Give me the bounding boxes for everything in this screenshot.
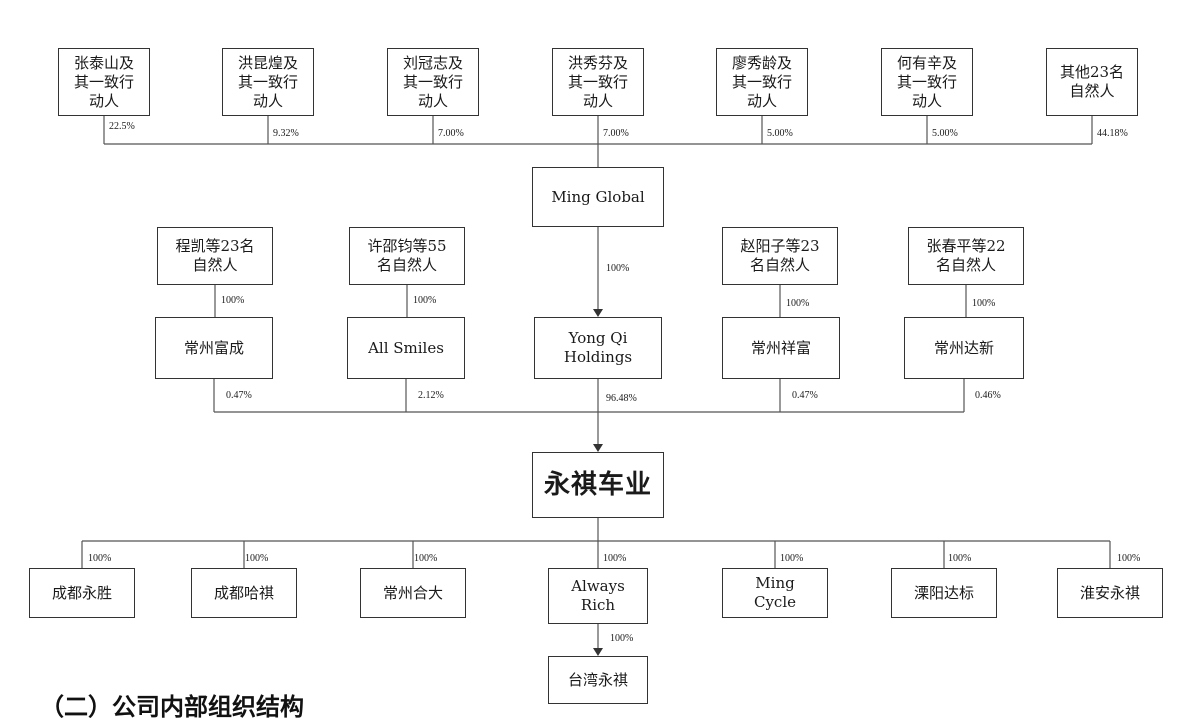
ming-global-box: Ming Global xyxy=(532,167,664,227)
ownership-percentage: 100% xyxy=(972,298,996,309)
ownership-percentage: 7.00% xyxy=(438,128,464,139)
ownership-percentage: 100% xyxy=(780,553,804,564)
sub-subsidiary-label: 台湾永祺 xyxy=(567,670,628,689)
holder-label: All Smiles xyxy=(368,338,444,357)
shareholder-box: 廖秀龄及 其一致行 动人 xyxy=(716,48,808,116)
shareholder-label: 张泰山及 其一致行 动人 xyxy=(73,53,134,110)
ownership-percentage: 100% xyxy=(948,553,972,564)
shareholder-box: 洪昆煌及 其一致行 动人 xyxy=(222,48,314,116)
ownership-percentage: 100% xyxy=(88,553,112,564)
ownership-percentage: 100% xyxy=(413,295,437,306)
ownership-percentage: 100% xyxy=(245,553,269,564)
ownership-percentage: 0.47% xyxy=(226,390,252,401)
holder-group-box: 程凯等23名 自然人 xyxy=(157,227,273,285)
shareholder-label: 廖秀龄及 其一致行 动人 xyxy=(731,53,792,110)
ming-global-label: Ming Global xyxy=(551,187,645,206)
sub-subsidiary-box: 台湾永祺 xyxy=(548,656,648,704)
shareholder-label: 洪昆煌及 其一致行 动人 xyxy=(237,53,298,110)
ownership-percentage: 100% xyxy=(610,633,634,644)
ownership-percentage: 100% xyxy=(603,553,627,564)
holder-group-box: 赵阳子等23 名自然人 xyxy=(722,227,838,285)
subsidiary-label: 常州合大 xyxy=(382,583,443,602)
subsidiary-box: 溧阳达标 xyxy=(891,568,997,618)
ownership-percentage: 0.46% xyxy=(975,390,1001,401)
holder-label: 常州富成 xyxy=(183,338,244,357)
subsidiary-box: 成都永胜 xyxy=(29,568,135,618)
holder-group-label: 许邵钧等55 名自然人 xyxy=(367,237,447,274)
section-heading: （二）公司内部组织结构 xyxy=(40,693,304,721)
holder-group-box: 许邵钧等55 名自然人 xyxy=(349,227,465,285)
shareholder-box: 张泰山及 其一致行 动人 xyxy=(58,48,150,116)
ownership-percentage: 22.5% xyxy=(109,121,135,132)
holder-box: All Smiles xyxy=(347,317,465,379)
subsidiary-label: 淮安永祺 xyxy=(1079,583,1140,602)
holder-label: 常州达新 xyxy=(933,338,994,357)
subsidiary-label: 溧阳达标 xyxy=(913,583,974,602)
company-label: 永祺车业 xyxy=(543,470,652,500)
shareholder-box: 刘冠志及 其一致行 动人 xyxy=(387,48,479,116)
shareholder-box: 洪秀芬及 其一致行 动人 xyxy=(552,48,644,116)
shareholder-label: 何有辛及 其一致行 动人 xyxy=(896,53,957,110)
ownership-percentage: 100% xyxy=(1117,553,1141,564)
holder-label: Yong Qi Holdings xyxy=(563,329,633,366)
ownership-percentage: 0.47% xyxy=(792,390,818,401)
subsidiary-box: Ming Cycle xyxy=(722,568,828,618)
holder-group-label: 赵阳子等23 名自然人 xyxy=(740,237,820,274)
ownership-percentage: 7.00% xyxy=(603,128,629,139)
ownership-percentage: 96.48% xyxy=(606,393,637,404)
holder-box: 常州达新 xyxy=(904,317,1024,379)
holder-group-label: 程凯等23名 自然人 xyxy=(175,237,255,274)
ownership-percentage: 100% xyxy=(221,295,245,306)
subsidiary-label: Always Rich xyxy=(571,577,625,614)
ownership-percentage: 5.00% xyxy=(932,128,958,139)
company-box: 永祺车业 xyxy=(532,452,664,518)
yong-qi-holdings-box: Yong Qi Holdings xyxy=(534,317,662,379)
ownership-percentage: 44.18% xyxy=(1097,128,1128,139)
shareholder-label: 洪秀芬及 其一致行 动人 xyxy=(567,53,628,110)
shareholder-box: 何有辛及 其一致行 动人 xyxy=(881,48,973,116)
arrowhead xyxy=(593,309,603,317)
ownership-percentage: 100% xyxy=(786,298,810,309)
ownership-percentage: 9.32% xyxy=(273,128,299,139)
holder-group-label: 张春平等22 名自然人 xyxy=(926,237,1006,274)
subsidiary-box: 淮安永祺 xyxy=(1057,568,1163,618)
holder-box: 常州祥富 xyxy=(722,317,840,379)
shareholder-label: 刘冠志及 其一致行 动人 xyxy=(402,53,463,110)
ownership-percentage: 100% xyxy=(414,553,438,564)
holder-label: 常州祥富 xyxy=(750,338,811,357)
arrowhead xyxy=(593,444,603,452)
arrowhead xyxy=(593,648,603,656)
holder-group-box: 张春平等22 名自然人 xyxy=(908,227,1024,285)
ownership-percentage: 5.00% xyxy=(767,128,793,139)
ownership-percentage: 2.12% xyxy=(418,390,444,401)
shareholder-box: 其他23名 自然人 xyxy=(1046,48,1138,116)
subsidiary-box: 常州合大 xyxy=(360,568,466,618)
holder-box: 常州富成 xyxy=(155,317,273,379)
subsidiary-box: Always Rich xyxy=(548,568,648,624)
ownership-percentage: 100% xyxy=(606,263,630,274)
subsidiary-label: 成都哈祺 xyxy=(213,583,274,602)
subsidiary-box: 成都哈祺 xyxy=(191,568,297,618)
subsidiary-label: Ming Cycle xyxy=(753,574,797,611)
shareholder-label: 其他23名 自然人 xyxy=(1059,63,1125,100)
subsidiary-label: 成都永胜 xyxy=(51,583,112,602)
